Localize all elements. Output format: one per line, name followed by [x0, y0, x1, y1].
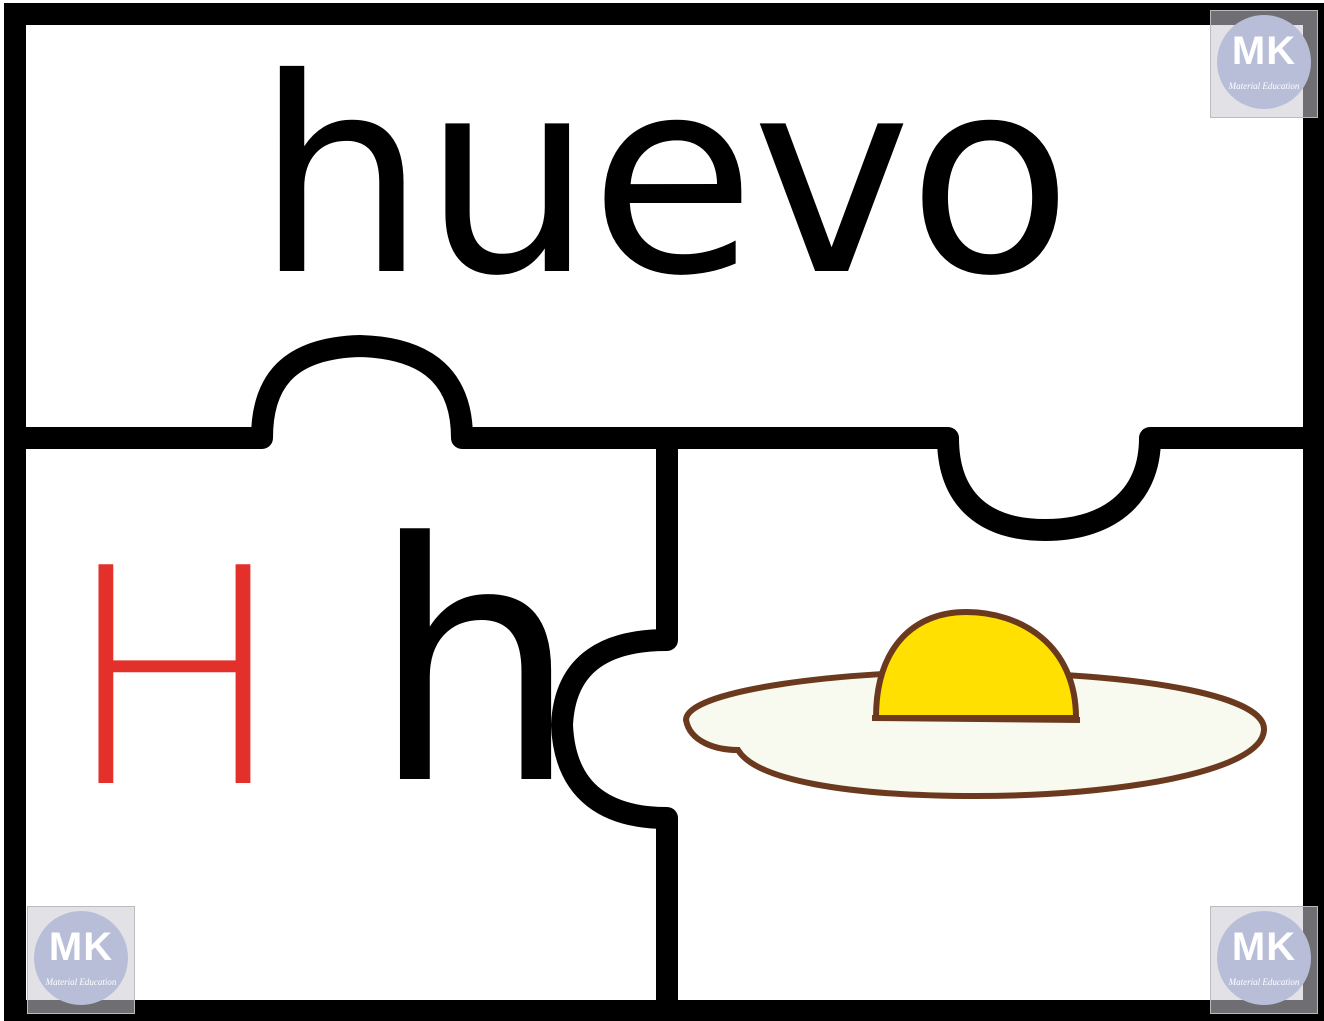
word-huevo: huevo	[255, 20, 1072, 335]
logo-disc	[1217, 911, 1311, 1005]
logo-disc	[1217, 15, 1311, 109]
egg-yolk	[872, 608, 1080, 721]
logo-subtitle: Material Education	[45, 977, 117, 987]
egg-yolk-base	[871, 715, 1081, 723]
logo-disc	[34, 911, 128, 1005]
watermark-logo-bottom-right: MK Material Education	[1210, 906, 1318, 1014]
fried-egg-icon	[682, 608, 1268, 800]
logo-letters: MK	[48, 925, 114, 969]
watermark-logo-top-right: MK Material Education	[1210, 10, 1318, 118]
letter-lowercase: h	[370, 473, 580, 857]
logo-subtitle: Material Education	[1228, 977, 1300, 987]
logo-subtitle: Material Education	[1228, 81, 1300, 91]
letter-uppercase: H	[62, 505, 288, 854]
logo-letters: MK	[1231, 925, 1297, 969]
puzzle-horizontal-cut	[20, 335, 1310, 541]
logo-letters: MK	[1231, 29, 1297, 73]
puzzle-frame	[4, 3, 1324, 1021]
watermark-logo-bottom-left: MK Material Education	[27, 906, 135, 1014]
puzzle-vertical-cut	[551, 440, 678, 1010]
